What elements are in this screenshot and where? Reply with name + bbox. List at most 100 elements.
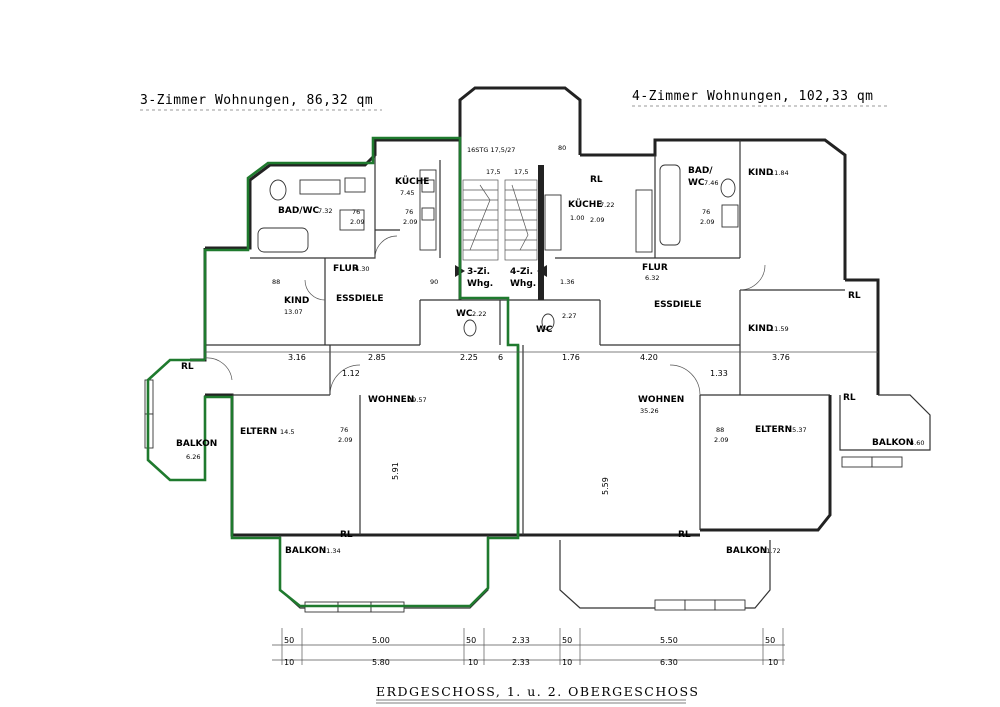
right-bad-label: BAD/ [688,166,713,176]
inner-dim-d: 6 [498,353,503,362]
dim-row2-6: 10 [768,658,778,667]
left-eltern-label: ELTERN [240,427,277,437]
inner-dim-j: 5.91 [391,462,400,480]
door-dim-left-bath-h: 2.09 [350,218,364,226]
dim-row2-3: 2.33 [512,658,530,667]
left-balkon-side-label: BALKON [176,439,217,449]
door-dim-left-eltern-w: 76 [340,426,348,434]
dim-row1-1: 5.00 [372,636,390,645]
inner-dim-e: 1.76 [562,353,580,362]
right-bad2-label: WC [688,178,705,188]
door-dim-right-bath-h: 2.09 [700,218,714,226]
left-essdiele-label: ESSDIELE [336,294,384,304]
right-flur-area: 6.32 [645,274,659,282]
right-wc-label: WC [536,325,553,335]
right-rl-corner: RL [843,393,856,403]
right-bottom-balcony [559,540,771,611]
dim-row2-0: 10 [284,658,294,667]
door-dim-right-kitchen-w: 1.00 [570,214,584,222]
left-kitchen-fixtures [419,169,437,251]
door-dim-right-eltern-w: 88 [716,426,724,434]
left-flur-area: 4.30 [355,265,369,273]
left-kind-label: KIND [284,296,309,306]
right-wohnen-area: 35.26 [640,407,659,415]
door-dim-left-kitchen-w: 76 [405,208,413,216]
right-wc-area: 2.27 [562,312,576,320]
door-swings [204,235,766,396]
left-wohnen-label: WOHNEN [368,395,414,405]
left-eltern-area: 14.5 [280,428,294,436]
right-rl-side: RL [848,291,861,301]
door-dim-right-eltern-h: 2.09 [714,436,728,444]
right-kind-top-label: KIND [748,168,773,178]
right-balkon-side-label: BALKON [872,438,913,448]
left-rl-side: RL [181,362,194,372]
dim-row2-1: 5.80 [372,658,390,667]
right-flur-label: FLUR [642,263,668,273]
right-kind-label: KIND [748,324,773,334]
right-apartment-heading: 4-Zimmer Wohnungen, 102,33 qm [632,89,873,104]
dim-row1-4: 50 [562,636,572,645]
dim-row2-2: 10 [468,658,478,667]
right-eltern-label: ELTERN [755,425,792,435]
left-balkon-area: 11.34 [322,547,341,555]
dim-row1-2: 50 [466,636,476,645]
stair-unit-left-1: 3-Zi. [467,267,490,277]
left-kind-area: 13.07 [284,308,303,316]
right-balkon-area: 11.72 [762,547,781,555]
right-eltern-area: 15.37 [788,426,807,434]
plan-title: ERDGESCHOSS, 1. u. 2. OBERGESCHOSS [376,684,699,699]
door-dim-right-bath-w: 76 [702,208,710,216]
wc-fixtures [463,313,555,337]
right-bathroom-fixtures [659,164,739,246]
door-dim-left-eltern-h: 2.09 [338,436,352,444]
right-kueche-label: KÜCHE [568,199,602,210]
left-wohnen-area: 29.57 [408,396,427,404]
inner-dim-f: 4.20 [640,353,658,362]
inner-dim-b: 2.85 [368,353,386,362]
left-apartment-heading: 3-Zimmer Wohnungen, 86,32 qm [140,93,373,108]
outer-dimension-chain [272,628,785,665]
left-wc-area: 2.22 [472,310,486,318]
right-kind-area: 11.59 [770,325,789,333]
left-rl-bottom: RL [340,530,353,540]
dim-row1-3: 2.33 [512,636,530,645]
right-kueche-area: 7.22 [600,201,614,209]
stair-step-b: 17,5 [514,168,528,176]
door-dim-stair-right: 1.36 [560,278,574,286]
inner-dim-k: 5.59 [601,477,610,495]
inner-dim-g: 3.76 [772,353,790,362]
right-balkon-side-area: 4.60 [910,439,924,447]
inner-dim-a: 3.16 [288,353,306,362]
right-side-balcony [839,394,931,468]
stair-step-a: 17,5 [486,168,500,176]
stair-unit-left-2: Whg. [467,279,493,289]
door-dim-left-kitchen-h: 2.09 [403,218,417,226]
right-bad-area: 7.46 [704,179,718,187]
left-kueche-area: 7.45 [400,189,414,197]
right-rl-top: RL [590,175,603,185]
dim-row1-6: 50 [765,636,775,645]
staircase [455,165,547,300]
left-bad-area: 7.32 [318,207,332,215]
left-wc-label: WC [456,309,473,319]
door-dim-left-kind: 88 [272,278,280,286]
dim-row2-5: 6.30 [660,658,678,667]
right-wohnen-label: WOHNEN [638,395,684,405]
stair-label: 16STG 17,5/27 [467,146,515,154]
dim-row1-0: 50 [284,636,294,645]
stair-unit-right-1: 4-Zi. [510,267,533,277]
left-bathroom-fixtures [257,177,366,253]
right-balkon-label: BALKON [726,546,767,556]
inner-dim-h: 1.12 [342,369,360,378]
left-flur-label: FLUR [333,264,359,274]
left-kueche-label: KÜCHE [395,176,429,187]
interior-walls [205,140,845,535]
dim-row2-4: 10 [562,658,572,667]
left-unit-highlight [146,136,520,608]
right-rl-bottom: RL [678,530,691,540]
stair-note: 80 [558,144,566,152]
door-dim-stair-left: 90 [430,278,438,286]
left-balkon-label: BALKON [285,546,326,556]
